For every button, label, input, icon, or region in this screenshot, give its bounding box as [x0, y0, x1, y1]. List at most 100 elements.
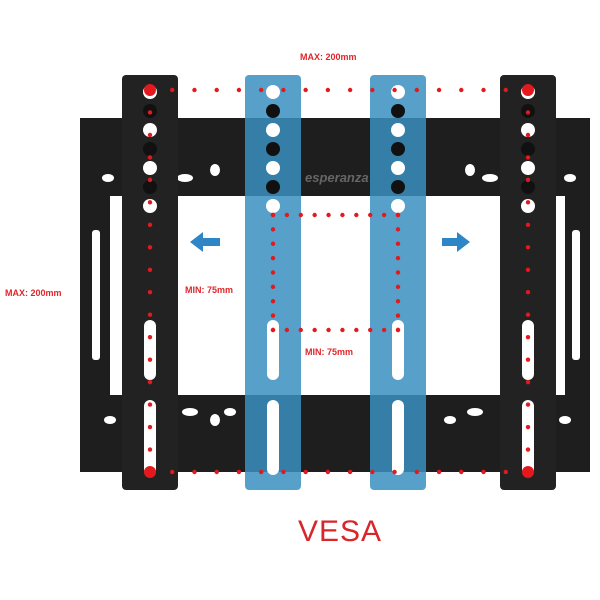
- guide-dot: [525, 110, 531, 115]
- guide-dot: [303, 87, 308, 93]
- guide-dot: [340, 212, 345, 218]
- guide-dot: [258, 87, 264, 93]
- guide-dot: [270, 255, 276, 261]
- guide-dot: [395, 313, 401, 318]
- guide-dot: [395, 255, 401, 261]
- guide-dot: [525, 334, 531, 340]
- vesa-title: VESA: [297, 515, 383, 548]
- mount-hole: [391, 180, 405, 194]
- mount-hole: [521, 199, 535, 213]
- guide-dot: [525, 469, 531, 475]
- mount-hole: [521, 161, 535, 175]
- guide-dot: [525, 177, 531, 183]
- mount-slot: [144, 320, 156, 380]
- guide-dot: [525, 245, 531, 250]
- mount-hole: [266, 142, 280, 156]
- brand-logo: esperanza: [305, 170, 369, 185]
- arm-left-black: [122, 75, 178, 490]
- max-vertical-label: MAX: 200mm: [5, 288, 62, 298]
- guide-dot: [459, 87, 464, 93]
- mount-hole: [391, 104, 405, 118]
- mount-hole: [143, 142, 157, 156]
- guide-dot: [395, 241, 401, 246]
- guide-dot: [147, 132, 153, 138]
- mount-hole: [266, 123, 280, 137]
- guide-dot: [170, 87, 175, 93]
- guide-dot: [170, 469, 175, 475]
- guide-dot: [525, 290, 531, 295]
- guide-dot: [370, 469, 375, 475]
- guide-dot: [414, 87, 420, 93]
- guide-dot: [312, 327, 317, 333]
- guide-dot: [395, 327, 401, 333]
- guide-dot: [298, 212, 303, 218]
- mount-hole: [266, 161, 280, 175]
- guide-dot: [147, 357, 153, 362]
- guide-dot: [525, 312, 531, 317]
- guide-dot: [270, 284, 276, 290]
- max-horizontal-label: MAX: 200mm: [300, 52, 357, 62]
- guide-dot: [503, 469, 508, 475]
- guide-dot: [395, 227, 401, 232]
- guide-dot: [395, 212, 401, 218]
- guide-dot: [147, 447, 153, 452]
- guide-dot: [192, 469, 197, 475]
- guide-dot: [214, 87, 219, 93]
- mount-slot: [267, 320, 279, 380]
- guide-dot: [354, 212, 359, 218]
- guide-dot: [270, 227, 276, 232]
- guide-dot: [281, 87, 286, 93]
- guide-dot: [525, 379, 531, 385]
- guide-dot: [258, 469, 264, 475]
- mount-slot: [392, 320, 404, 380]
- mount-slot: [144, 400, 156, 475]
- guide-dot: [214, 469, 219, 475]
- guide-dot: [147, 334, 153, 340]
- guide-dot: [147, 290, 153, 295]
- guide-dot: [525, 200, 531, 205]
- mount-hole: [521, 142, 535, 156]
- mount-hole: [143, 161, 157, 175]
- guide-dot: [236, 469, 242, 475]
- guide-dot: [147, 379, 153, 385]
- guide-dot: [147, 87, 153, 93]
- guide-dot: [270, 270, 276, 275]
- guide-dot: [270, 241, 276, 246]
- guide-dot: [525, 222, 531, 228]
- guide-dot: [436, 87, 442, 93]
- guide-dot: [525, 132, 531, 138]
- mount-slot: [522, 320, 534, 380]
- guide-dot: [281, 469, 286, 475]
- guide-dot: [284, 212, 290, 218]
- guide-dot: [284, 327, 290, 333]
- arm-inner-right-blue: [370, 75, 426, 490]
- mount-hole: [521, 123, 535, 137]
- arm-inner-left-blue: [245, 75, 301, 490]
- guide-dot: [481, 469, 486, 475]
- min-horizontal-label: MIN: 75mm: [185, 285, 234, 295]
- guide-dot: [525, 357, 531, 362]
- guide-dot: [392, 469, 397, 475]
- guide-dot: [354, 327, 359, 333]
- min-vertical-label: MIN: 75mm: [305, 347, 354, 357]
- guide-dot: [298, 327, 303, 333]
- guide-dot: [395, 284, 401, 290]
- guide-dot: [147, 200, 153, 205]
- guide-dot: [347, 87, 353, 93]
- mount-hole: [143, 199, 157, 213]
- guide-dot: [395, 299, 401, 304]
- mount-hole: [521, 180, 535, 194]
- guide-dot: [147, 424, 153, 430]
- guide-dot: [481, 87, 486, 93]
- guide-dot: [525, 267, 531, 272]
- mount-hole: [391, 199, 405, 213]
- guide-dot: [459, 469, 464, 475]
- mount-hole: [266, 199, 280, 213]
- arrow-right-icon: [442, 232, 470, 252]
- guide-dot: [325, 87, 331, 93]
- guide-dot: [147, 177, 153, 183]
- guide-dot: [270, 327, 276, 333]
- guide-dot: [525, 447, 531, 452]
